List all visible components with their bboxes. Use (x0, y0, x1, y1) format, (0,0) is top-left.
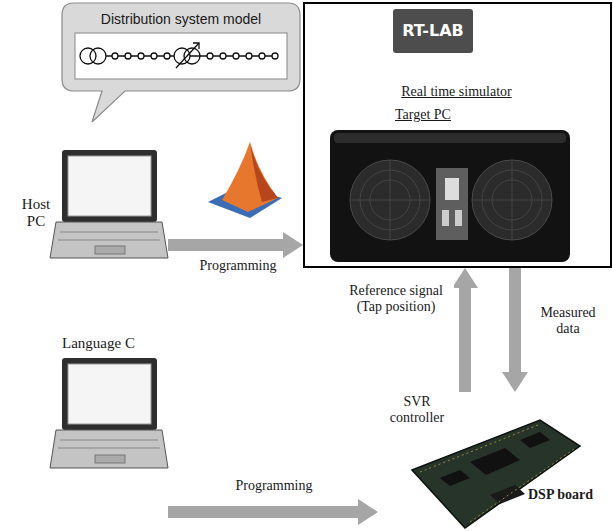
block-arrow (452, 268, 478, 392)
arrow-label: Programming (190, 258, 286, 274)
target-pc-picture (330, 130, 570, 262)
block-arrow (168, 499, 378, 525)
rt-lab-logo: RT-LAB (393, 9, 473, 53)
laptop-icon (50, 358, 168, 468)
block-arrow (502, 268, 528, 392)
bubble-title: Distribution system model (62, 11, 300, 27)
simulator-box: RT-LAB Real time simulatorTarget PC (303, 2, 612, 268)
arrow-shaft (509, 268, 521, 373)
block-arrow (168, 232, 303, 258)
arrow-label: Programming (224, 478, 324, 494)
arrow-head (502, 372, 528, 392)
box-heading: Real time simulator (305, 84, 608, 100)
matlab-logo (208, 142, 282, 218)
arrow-shaft (168, 506, 359, 518)
arrow-head (283, 232, 303, 258)
arrow-label: Measured data (530, 305, 606, 337)
arrow-head (358, 499, 378, 525)
device-label: Target PC (383, 107, 463, 123)
device-label: Host PC (14, 196, 58, 231)
controller-label: SVR controller (380, 394, 454, 426)
circuit-symbol (80, 43, 278, 68)
callout-bubble: Distribution system model (62, 3, 304, 91)
dsp-board-picture (412, 420, 580, 528)
dsp-controller: SVR controllerDSP board (378, 392, 610, 529)
host-pc: Host PC (10, 146, 168, 264)
arrow-head (452, 268, 478, 288)
arrow-shaft (168, 239, 284, 251)
callout-shape (62, 3, 300, 122)
arrow-label: Reference signal (Tap position) (338, 283, 454, 315)
laptop-icon (50, 150, 168, 258)
device-label: Language C (62, 335, 162, 352)
c-programming-pc: Language C (50, 333, 168, 523)
arrow-shaft (459, 287, 471, 392)
model-panel (75, 33, 287, 79)
board-label: DSP board (528, 487, 606, 503)
